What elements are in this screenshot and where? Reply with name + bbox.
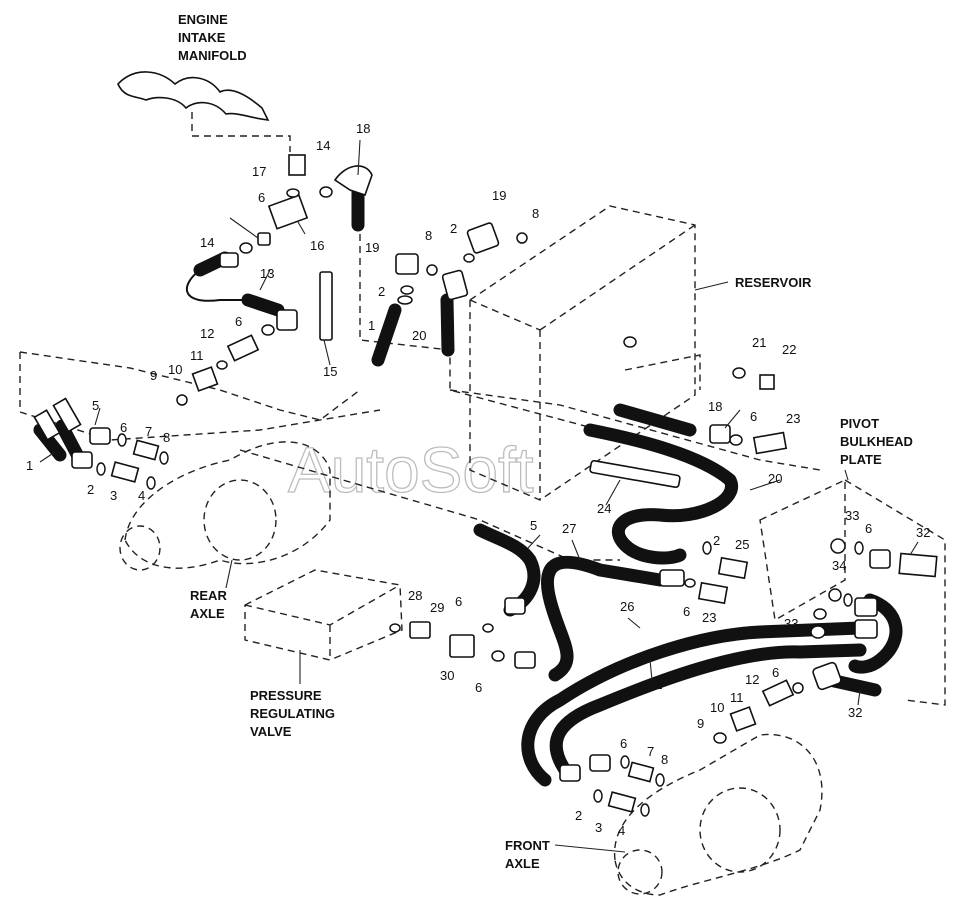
callout-8b: 8	[425, 228, 432, 243]
callout-1a: 1	[26, 458, 33, 473]
rear-axle: REAR AXLE	[119, 441, 331, 621]
callout-2c: 2	[450, 221, 457, 236]
label-bulkhead: BULKHEAD	[840, 434, 913, 449]
callout-12b: 12	[745, 672, 759, 687]
callout-25: 25	[735, 537, 749, 552]
callout-32b: 32	[848, 705, 862, 720]
callout-4a: 4	[138, 488, 145, 503]
label-engine: ENGINE	[178, 12, 228, 27]
callout-24: 24	[597, 501, 611, 516]
callout-23a: 23	[786, 411, 800, 426]
callout-30: 30	[440, 668, 454, 683]
callout-8d: 8	[661, 752, 668, 767]
callout-29: 29	[430, 600, 444, 615]
callout-7a: 7	[145, 424, 152, 439]
label-plate: PLATE	[840, 452, 882, 467]
callout-2e: 2	[575, 808, 582, 823]
pilot-line-main	[449, 389, 821, 471]
label-manifold: MANIFOLD	[178, 48, 247, 63]
callout-2b: 2	[378, 284, 385, 299]
callout-15: 15	[323, 364, 337, 379]
callout-19b: 19	[365, 240, 379, 255]
callout-14b: 14	[200, 235, 214, 250]
callout-21: 21	[752, 335, 766, 350]
callout-33b: 33	[784, 616, 798, 631]
callout-2a: 2	[87, 482, 94, 497]
callout-6d: 6	[750, 409, 757, 424]
callout-1b: 1	[368, 318, 375, 333]
label-pressure: PRESSURE	[250, 688, 322, 703]
callout-5b: 5	[530, 518, 537, 533]
callout-6f: 6	[455, 594, 462, 609]
label-rear-axle: AXLE	[190, 606, 225, 621]
callout-11b: 11	[730, 690, 744, 705]
label-rear: REAR	[190, 588, 227, 603]
callout-18a: 18	[356, 121, 370, 136]
callout-34: 34	[832, 558, 846, 573]
callout-16: 16	[310, 238, 324, 253]
callout-10a: 10	[168, 362, 182, 377]
callout-12a: 12	[200, 326, 214, 341]
callout-6h: 6	[865, 521, 872, 536]
front-axle: FRONT AXLE	[505, 733, 823, 896]
callout-26: 26	[620, 599, 634, 614]
o-rings	[96, 186, 864, 817]
callout-6g: 6	[475, 680, 482, 695]
fittings	[33, 154, 938, 813]
callout-6j: 6	[620, 736, 627, 751]
pressure-regulating-valve: PRESSURE REGULATING VALVE	[244, 569, 403, 739]
watermark: AutoSoft	[288, 434, 534, 506]
pilot-line-reservoir	[359, 210, 641, 446]
callout-6i: 6	[772, 665, 779, 680]
label-front: FRONT	[505, 838, 550, 853]
callout-3a: 3	[110, 488, 117, 503]
callout-28: 28	[408, 588, 422, 603]
label-reservoir: RESERVOIR	[735, 275, 812, 290]
callout-4b: 4	[618, 823, 625, 838]
callout-3b: 3	[595, 820, 602, 835]
callout-6a: 6	[120, 420, 127, 435]
callout-5a: 5	[92, 398, 99, 413]
callout-6b: 6	[258, 190, 265, 205]
callout-9a: 9	[150, 368, 157, 383]
leader-lines	[39, 139, 919, 706]
callout-23b: 23	[702, 610, 716, 625]
callout-18b: 18	[708, 399, 722, 414]
callout-22: 22	[782, 342, 796, 357]
callout-10b: 10	[710, 700, 724, 715]
callout-2d: 2	[713, 533, 720, 548]
reservoir: RESERVOIR	[469, 205, 812, 501]
label-regulating: REGULATING	[250, 706, 335, 721]
callout-17: 17	[252, 164, 266, 179]
label-valve: VALVE	[250, 724, 292, 739]
callout-9b: 9	[697, 716, 704, 731]
callout-32a: 32	[916, 525, 930, 540]
pilot-line-top	[19, 351, 361, 421]
callout-20a: 20	[412, 328, 426, 343]
callout-7b: 7	[647, 744, 654, 759]
callout-6c: 6	[235, 314, 242, 329]
pilot-line-rear	[19, 352, 381, 441]
engine-intake-manifold: ENGINE INTAKE MANIFOLD	[117, 12, 291, 152]
callout-13: 13	[260, 266, 274, 281]
pivot-bulkhead-plate: PIVOT BULKHEAD PLATE	[759, 416, 946, 706]
callout-14a: 14	[316, 138, 330, 153]
callout-31: 31	[648, 677, 662, 692]
callout-8a: 8	[163, 430, 170, 445]
callout-33a: 33	[845, 508, 859, 523]
pilot-line-cross	[239, 449, 620, 561]
callout-8c: 8	[532, 206, 539, 221]
label-pivot: PIVOT	[840, 416, 879, 431]
callout-11a: 11	[190, 348, 204, 363]
callout-27: 27	[562, 521, 576, 536]
label-front-axle: AXLE	[505, 856, 540, 871]
label-intake: INTAKE	[178, 30, 226, 45]
callout-19a: 19	[492, 188, 506, 203]
callout-6e: 6	[683, 604, 690, 619]
